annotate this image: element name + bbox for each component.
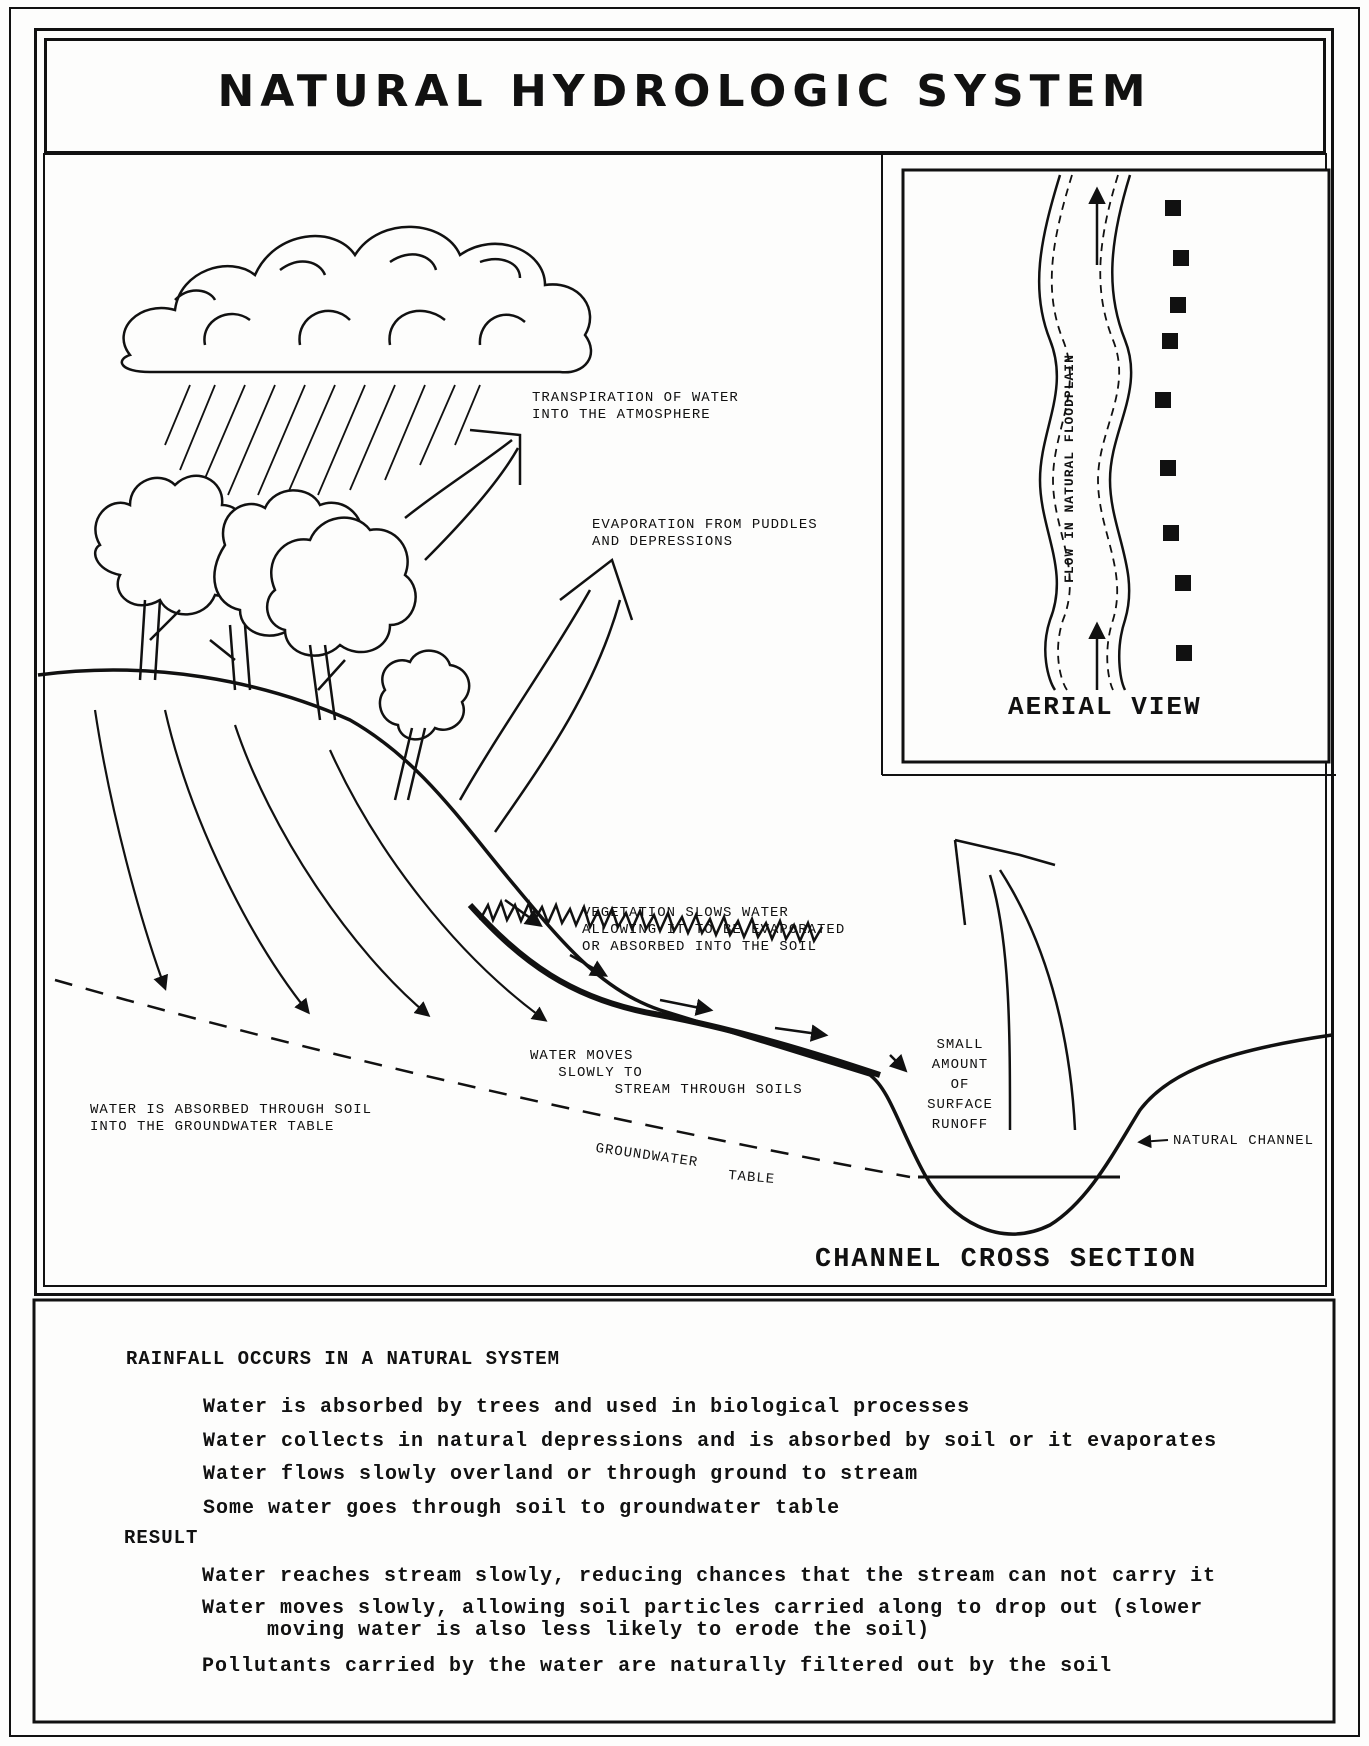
occurrence-item: Water is absorbed by trees and used in b…	[203, 1396, 970, 1419]
channel-pointer	[1140, 1140, 1168, 1142]
aerial-view-label: AERIAL VIEW	[1008, 692, 1202, 722]
occurrence-item: Water flows slowly overland or through g…	[203, 1463, 918, 1486]
cloud	[122, 227, 591, 372]
water-moves-label: WATER MOVES SLOWLY TO STREAM THROUGH SOI…	[530, 1048, 803, 1099]
trees	[95, 476, 469, 740]
infiltration-arrows	[95, 710, 545, 1020]
absorbed-label: WATER IS ABSORBED THROUGH SOIL INTO THE …	[90, 1102, 372, 1136]
surface-runoff-label: SMALL AMOUNT OF SURFACE RUNOFF	[920, 1035, 1000, 1135]
occurrence-item: Some water goes through soil to groundwa…	[203, 1497, 840, 1520]
flow-floodplain-label: FLOW IN NATURAL FLOODPLAIN	[1061, 354, 1078, 583]
result-item: Pollutants carried by the water are natu…	[202, 1655, 1112, 1678]
vegetation-label: VEGETATION SLOWS WATER ALLOWING IT TO BE…	[582, 905, 845, 956]
aerial-view-inset	[882, 155, 1336, 775]
transpiration-label: TRANSPIRATION OF WATER INTO THE ATMOSPHE…	[532, 390, 739, 424]
channel-cross-section-label: CHANNEL CROSS SECTION	[815, 1245, 1197, 1275]
natural-channel-label: NATURAL CHANNEL	[1173, 1133, 1314, 1150]
transpiration-arrow	[405, 430, 520, 560]
evaporation-arrow	[460, 560, 632, 832]
result-item: Water reaches stream slowly, reducing ch…	[202, 1565, 1216, 1588]
result-heading: RESULT	[124, 1527, 198, 1549]
summary-heading: RAINFALL OCCURS IN A NATURAL SYSTEM	[126, 1348, 560, 1370]
result-item: Water moves slowly, allowing soil partic…	[202, 1598, 1203, 1642]
evaporation-label: EVAPORATION FROM PUDDLES AND DEPRESSIONS	[592, 517, 818, 551]
occurrence-item: Water collects in natural depressions an…	[203, 1430, 1217, 1453]
